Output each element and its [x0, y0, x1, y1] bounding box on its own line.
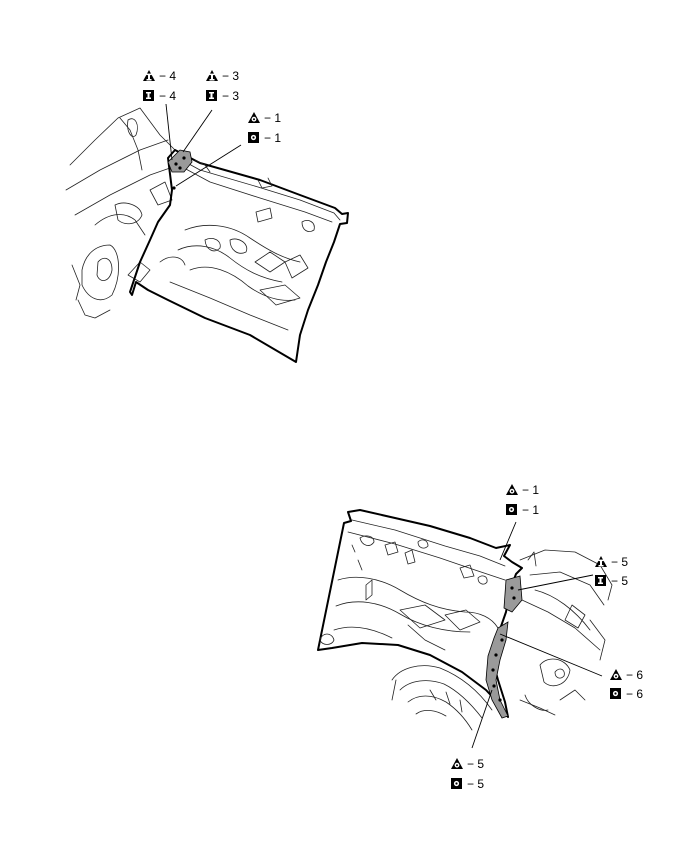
- weld-square-i-icon: [143, 90, 154, 101]
- callout-text: − 1: [522, 503, 539, 517]
- callout-text: − 5: [467, 777, 484, 791]
- weld-triangle-i-icon: [595, 556, 607, 567]
- callout-text: − 1: [522, 483, 539, 497]
- weld-square-o-icon: [610, 688, 621, 699]
- weld-triangle-i-icon: [143, 70, 155, 81]
- callout-bottom-tri-o-6: − 6: [610, 668, 643, 682]
- callout-top-sq-i-3: − 3: [206, 89, 239, 103]
- callout-text: − 3: [222, 89, 239, 103]
- callout-top-tri-i-4: − 4: [143, 69, 176, 83]
- callout-text: − 4: [159, 69, 176, 83]
- weld-square-o-icon: [506, 504, 517, 515]
- weld-square-i-icon: [595, 575, 606, 586]
- callout-text: − 1: [264, 111, 281, 125]
- callout-top-tri-i-3: − 3: [206, 69, 239, 83]
- callout-bottom-tri-i-5: − 5: [595, 555, 628, 569]
- top-panel-illustration: [65, 103, 349, 363]
- callout-top-sq-o-1: − 1: [248, 131, 281, 145]
- weld-triangle-o-icon: [248, 112, 260, 123]
- callout-bottom-sq-i-5: − 5: [595, 574, 628, 588]
- callout-top-tri-o-1: − 1: [248, 111, 281, 125]
- bottom-panel-illustration: [317, 509, 613, 749]
- weld-triangle-o-icon: [610, 669, 622, 680]
- callout-text: − 1: [264, 131, 281, 145]
- weld-square-o-icon: [248, 132, 259, 143]
- callout-text: − 4: [159, 89, 176, 103]
- callout-bottom-tri-o-1: − 1: [506, 483, 539, 497]
- callout-bottom-sq-o-1: − 1: [506, 503, 539, 517]
- callout-text: − 5: [467, 757, 484, 771]
- weld-triangle-o-icon: [506, 484, 518, 495]
- weld-triangle-i-icon: [206, 70, 218, 81]
- top-callouts: − 4 − 4 − 3 − 3 − 1 − 1: [143, 69, 281, 145]
- callout-top-sq-i-4: − 4: [143, 89, 176, 103]
- weld-triangle-o-icon: [451, 758, 463, 769]
- bottom-callouts: − 1 − 1 − 5 − 5 − 6 − 6 − 5 − 5: [451, 483, 643, 791]
- callout-text: − 3: [222, 69, 239, 83]
- callout-text: − 6: [626, 687, 643, 701]
- callout-bottom-sq-o-5: − 5: [451, 777, 484, 791]
- weld-square-o-icon: [451, 778, 462, 789]
- callout-text: − 6: [626, 668, 643, 682]
- callout-text: − 5: [611, 574, 628, 588]
- weld-square-i-icon: [206, 90, 217, 101]
- callout-text: − 5: [611, 555, 628, 569]
- callout-bottom-sq-o-6: − 6: [610, 687, 643, 701]
- callout-bottom-tri-o-5: − 5: [451, 757, 484, 771]
